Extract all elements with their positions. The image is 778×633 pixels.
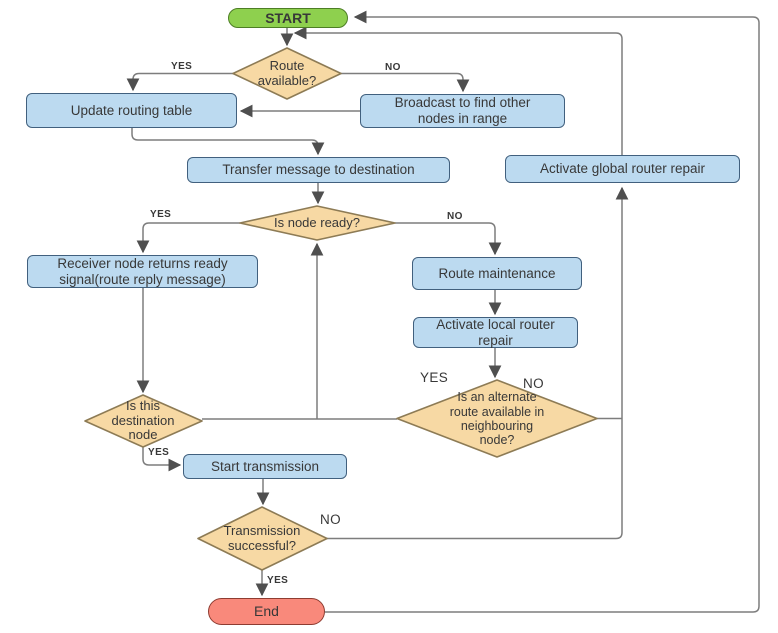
label-alternate-route-no: NO bbox=[523, 376, 545, 391]
edge-destination-yes bbox=[142, 447, 182, 472]
node-broadcast: Broadcast to find other nodes in range bbox=[360, 94, 565, 128]
decision-route-available-shape bbox=[232, 47, 342, 100]
edge-end-loop-to-start bbox=[325, 10, 760, 613]
node-activate-local-repair: Activate local router repair bbox=[413, 317, 578, 348]
label-route-available-no: NO bbox=[385, 62, 401, 73]
label-transmission-yes: YES bbox=[267, 575, 289, 586]
label-alternate-route-yes: YES bbox=[420, 370, 449, 385]
edge-ready-yes bbox=[136, 222, 240, 254]
decision-transmission-successful-shape bbox=[197, 506, 328, 571]
edge-global-repair-return bbox=[293, 26, 623, 155]
edge-route-yes bbox=[126, 72, 233, 92]
label-route-available-yes: YES bbox=[171, 61, 193, 72]
node-start: START bbox=[228, 8, 348, 28]
node-route-maintenance: Route maintenance bbox=[412, 257, 582, 290]
node-start-transmission: Start transmission bbox=[183, 454, 347, 479]
label-is-node-ready-yes: YES bbox=[150, 209, 172, 220]
decision-is-node-ready-shape bbox=[239, 205, 396, 241]
decision-is-destination-node-shape bbox=[84, 394, 203, 448]
node-receiver-ready-signal: Receiver node returns ready signal(route… bbox=[27, 255, 258, 288]
node-transfer-message: Transfer message to destination bbox=[187, 157, 450, 183]
node-activate-global-repair: Activate global router repair bbox=[505, 155, 740, 183]
edge-update-to-transfer bbox=[131, 128, 325, 156]
edge-route-no bbox=[341, 72, 470, 93]
label-transmission-no: NO bbox=[320, 512, 342, 527]
node-end: End bbox=[208, 598, 325, 625]
node-update-routing-table: Update routing table bbox=[26, 93, 237, 128]
label-destination-node-yes: YES bbox=[148, 447, 170, 458]
decision-alternate-route-shape bbox=[396, 379, 598, 458]
label-is-node-ready-no: NO bbox=[447, 211, 463, 222]
edge-ready-no bbox=[395, 222, 502, 256]
edge-transmission-no-to-global bbox=[327, 186, 629, 540]
